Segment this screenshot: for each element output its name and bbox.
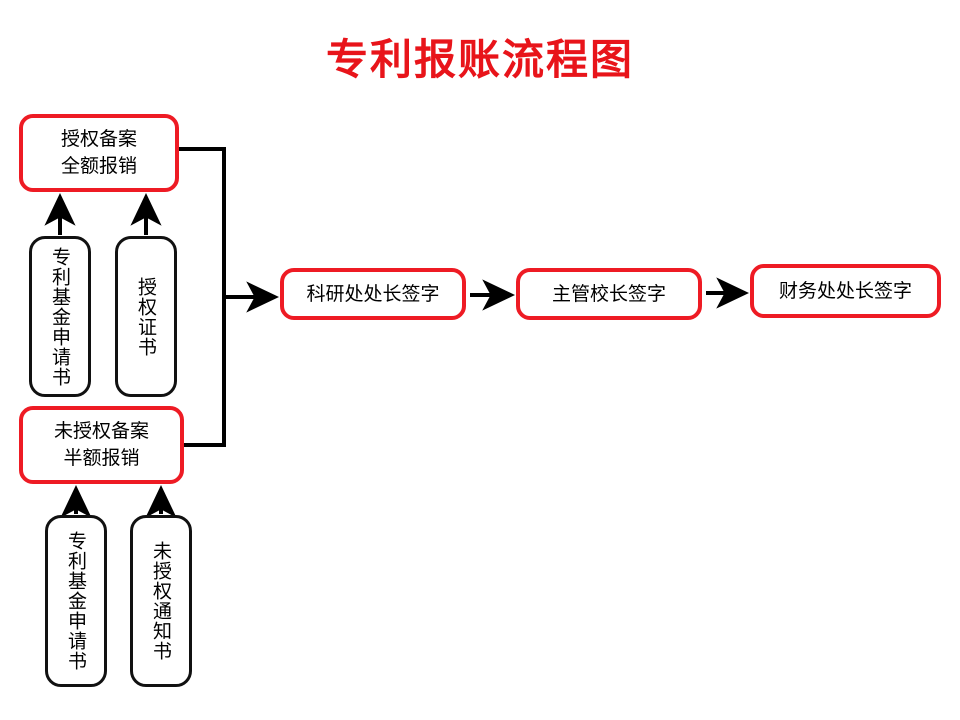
node-label: 授权证书: [135, 276, 157, 357]
node-vice-president-signature[interactable]: 主管校长签字: [516, 268, 702, 320]
node-research-dept-director-signature[interactable]: 科研处处长签字: [280, 268, 466, 320]
node-label: 未授权备案 半额报销: [53, 420, 149, 469]
node-label: 科研处处长签字: [306, 282, 440, 305]
edge-unauthorized-elbow: [183, 297, 226, 447]
node-authorized-record[interactable]: 授权备案 全额报销: [19, 114, 179, 192]
node-label: 授权备案 全额报销: [60, 128, 137, 177]
page-title: 专利报账流程图: [325, 35, 634, 84]
node-label: 专利基金申请书: [65, 531, 87, 671]
node-label: 未授权通知书: [150, 541, 172, 661]
node-unauthorized-record[interactable]: 未授权备案 半额报销: [19, 406, 184, 484]
node-unauthorized-notice[interactable]: 未授权通知书: [130, 515, 192, 687]
node-patent-fund-application-bottom[interactable]: 专利基金申请书: [45, 515, 107, 687]
node-label: 主管校长签字: [551, 282, 666, 305]
edge-authorized-elbow: [177, 147, 226, 297]
node-patent-fund-application-top[interactable]: 专利基金申请书: [29, 236, 91, 397]
node-label: 专利基金申请书: [49, 246, 71, 387]
node-finance-dept-director-signature[interactable]: 财务处处长签字: [750, 264, 941, 318]
node-label: 财务处处长签字: [778, 279, 912, 302]
node-authorization-certificate[interactable]: 授权证书: [115, 236, 177, 397]
